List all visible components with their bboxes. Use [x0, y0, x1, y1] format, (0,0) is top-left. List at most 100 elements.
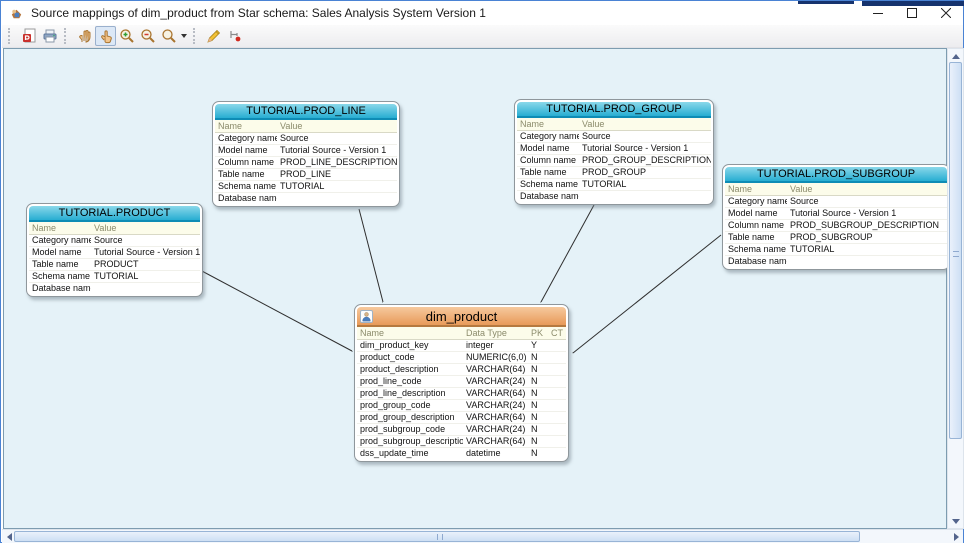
table-cell: Schema name	[29, 270, 91, 283]
zoom-button[interactable]	[158, 26, 179, 46]
table-row: Database name	[725, 255, 947, 267]
table-cell: PROD_SUBGROUP	[787, 231, 947, 244]
table-cell	[548, 447, 566, 459]
table-cell: Model name	[215, 144, 277, 157]
table-cell	[91, 282, 200, 294]
table-cell: Source	[91, 234, 200, 247]
table-cell	[277, 192, 397, 204]
print-icon	[43, 29, 56, 43]
vertical-scroll-thumb[interactable]	[949, 62, 962, 439]
select-pointer-button[interactable]	[95, 26, 116, 46]
zoom-in-icon	[119, 29, 134, 43]
zoom-in-button[interactable]	[116, 26, 137, 46]
scroll-right-button[interactable]	[949, 530, 963, 543]
zoom-out-icon	[140, 29, 155, 43]
table-cell	[548, 363, 566, 376]
table-cell: Source	[277, 132, 397, 145]
pan-hand-icon	[78, 30, 90, 43]
table-cell: Model name	[517, 142, 579, 155]
table-cell: VARCHAR(64)	[463, 387, 528, 400]
triangle-left-icon	[6, 532, 12, 541]
dimension-user-icon	[360, 310, 373, 323]
table-cell: N	[531, 448, 538, 459]
vertical-scrollbar[interactable]	[947, 48, 964, 529]
triangle-up-icon	[951, 53, 960, 59]
table-cell: N	[528, 411, 548, 424]
triangle-down-icon	[951, 518, 960, 524]
toolbar-separator	[64, 28, 71, 44]
table-cell: TUTORIAL	[579, 178, 711, 191]
zoom-icon	[161, 29, 176, 43]
table-cell: Source	[787, 195, 947, 208]
table-cell: datetime	[466, 448, 501, 459]
minimize-button[interactable]	[861, 1, 895, 25]
table-cell: prod_group_code	[357, 399, 463, 412]
column-header: Name	[517, 118, 579, 131]
table-cell	[787, 255, 947, 267]
column-header: CT	[548, 327, 566, 340]
table-cell: prod_line_description	[357, 387, 463, 400]
table-cell: Model name	[29, 246, 91, 259]
table-cell: prod_line_code	[357, 375, 463, 388]
minimize-icon	[873, 13, 883, 14]
table-cell	[579, 190, 711, 202]
table-cell: product_code	[357, 351, 463, 364]
toolbar	[2, 25, 963, 48]
maximize-button[interactable]	[895, 1, 929, 25]
mapping-layout-button[interactable]	[224, 26, 245, 46]
window-title: Source mappings of dim_product from Star…	[31, 6, 486, 20]
scroll-up-button[interactable]	[948, 49, 963, 63]
entity-title: dim_product	[357, 307, 566, 327]
column-header: Name	[29, 222, 91, 235]
mapping-line-product	[199, 269, 352, 351]
titlebar[interactable]: Source mappings of dim_product from Star…	[1, 1, 963, 25]
table-cell: VARCHAR(64)	[463, 411, 528, 424]
horizontal-scrollbar[interactable]	[2, 529, 963, 543]
table-cell: Category name	[215, 132, 277, 145]
scroll-left-button[interactable]	[2, 530, 16, 543]
table-cell: Category name	[29, 234, 91, 247]
table-cell: Y	[528, 339, 548, 352]
table-cell: N	[528, 387, 548, 400]
pan-hand-button[interactable]	[74, 26, 95, 46]
close-button[interactable]	[929, 1, 963, 25]
print-button[interactable]	[39, 26, 60, 46]
column-header: Name	[725, 183, 787, 196]
table-cell: Schema name	[517, 178, 579, 191]
scroll-down-button[interactable]	[948, 514, 963, 528]
triangle-right-icon	[953, 532, 959, 541]
export-pdf-button[interactable]	[18, 26, 39, 46]
zoom-dropdown-button[interactable]	[179, 26, 189, 46]
edit-pencil-button[interactable]	[203, 26, 224, 46]
zoom-out-button[interactable]	[137, 26, 158, 46]
table-row: Database name	[517, 190, 711, 202]
table-cell: Tutorial Source - Version 1	[277, 144, 397, 157]
horizontal-scroll-thumb[interactable]	[14, 531, 860, 542]
table-cell: Column name	[517, 154, 579, 167]
